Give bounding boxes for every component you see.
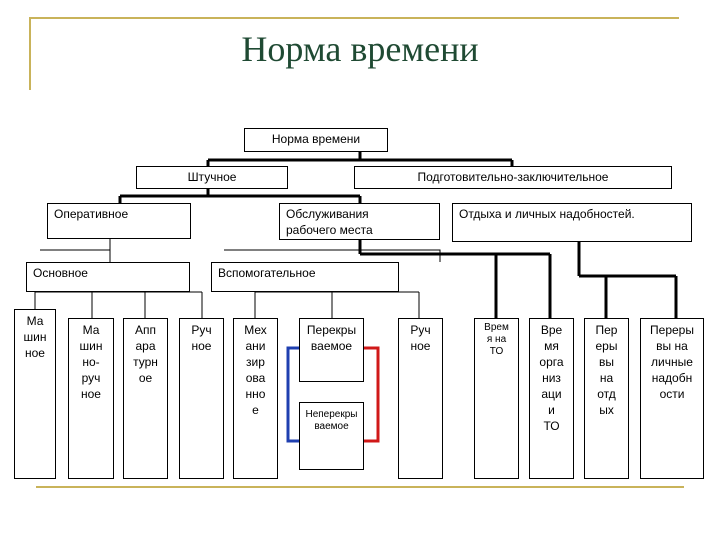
box-machine-manual: Ма шин но- руч ное xyxy=(68,318,114,479)
connector-line xyxy=(224,249,441,262)
box-non-overlapped: Неперекры ваемое xyxy=(299,402,364,470)
decor-bottom-line xyxy=(36,486,684,488)
decor-top-line xyxy=(29,17,679,19)
box-piece: Штучное xyxy=(136,166,288,189)
box-operative: Оперативное xyxy=(47,203,191,239)
box-maintenance: Обслуживания рабочего места xyxy=(279,203,440,240)
box-rest-breaks: Пер еры вы на отд ых xyxy=(584,318,629,479)
box-org-time: Вре мя орга низ аци и ТО xyxy=(529,318,574,479)
decor-vertical-line xyxy=(29,18,31,90)
box-prep-final: Подготовительно-заключительное xyxy=(354,166,672,189)
box-root: Норма времени xyxy=(244,128,388,152)
box-rest: Отдыха и личных надобностей. xyxy=(452,203,692,242)
box-manual-2: Руч ное xyxy=(398,318,443,479)
blue-bracket xyxy=(286,346,300,443)
box-personal-breaks: Переры вы на личные надобн ости xyxy=(640,318,704,479)
box-breaks-maintenance: Врем я на ТО xyxy=(474,318,519,479)
box-auxiliary: Вспомогательное xyxy=(211,262,399,292)
box-main: Основное xyxy=(26,262,190,292)
box-mechanized: Мех ани зир ова нно е xyxy=(233,318,278,479)
box-machine: Ма шин ное xyxy=(14,309,56,479)
box-apparatus: Апп ара турн ое xyxy=(123,318,168,479)
box-manual-1: Руч ное xyxy=(179,318,224,479)
box-overlapped: Перекры ваемое xyxy=(299,318,364,382)
connector-line xyxy=(40,249,111,262)
red-bracket xyxy=(364,346,380,443)
slide-title: Норма времени xyxy=(241,29,479,69)
